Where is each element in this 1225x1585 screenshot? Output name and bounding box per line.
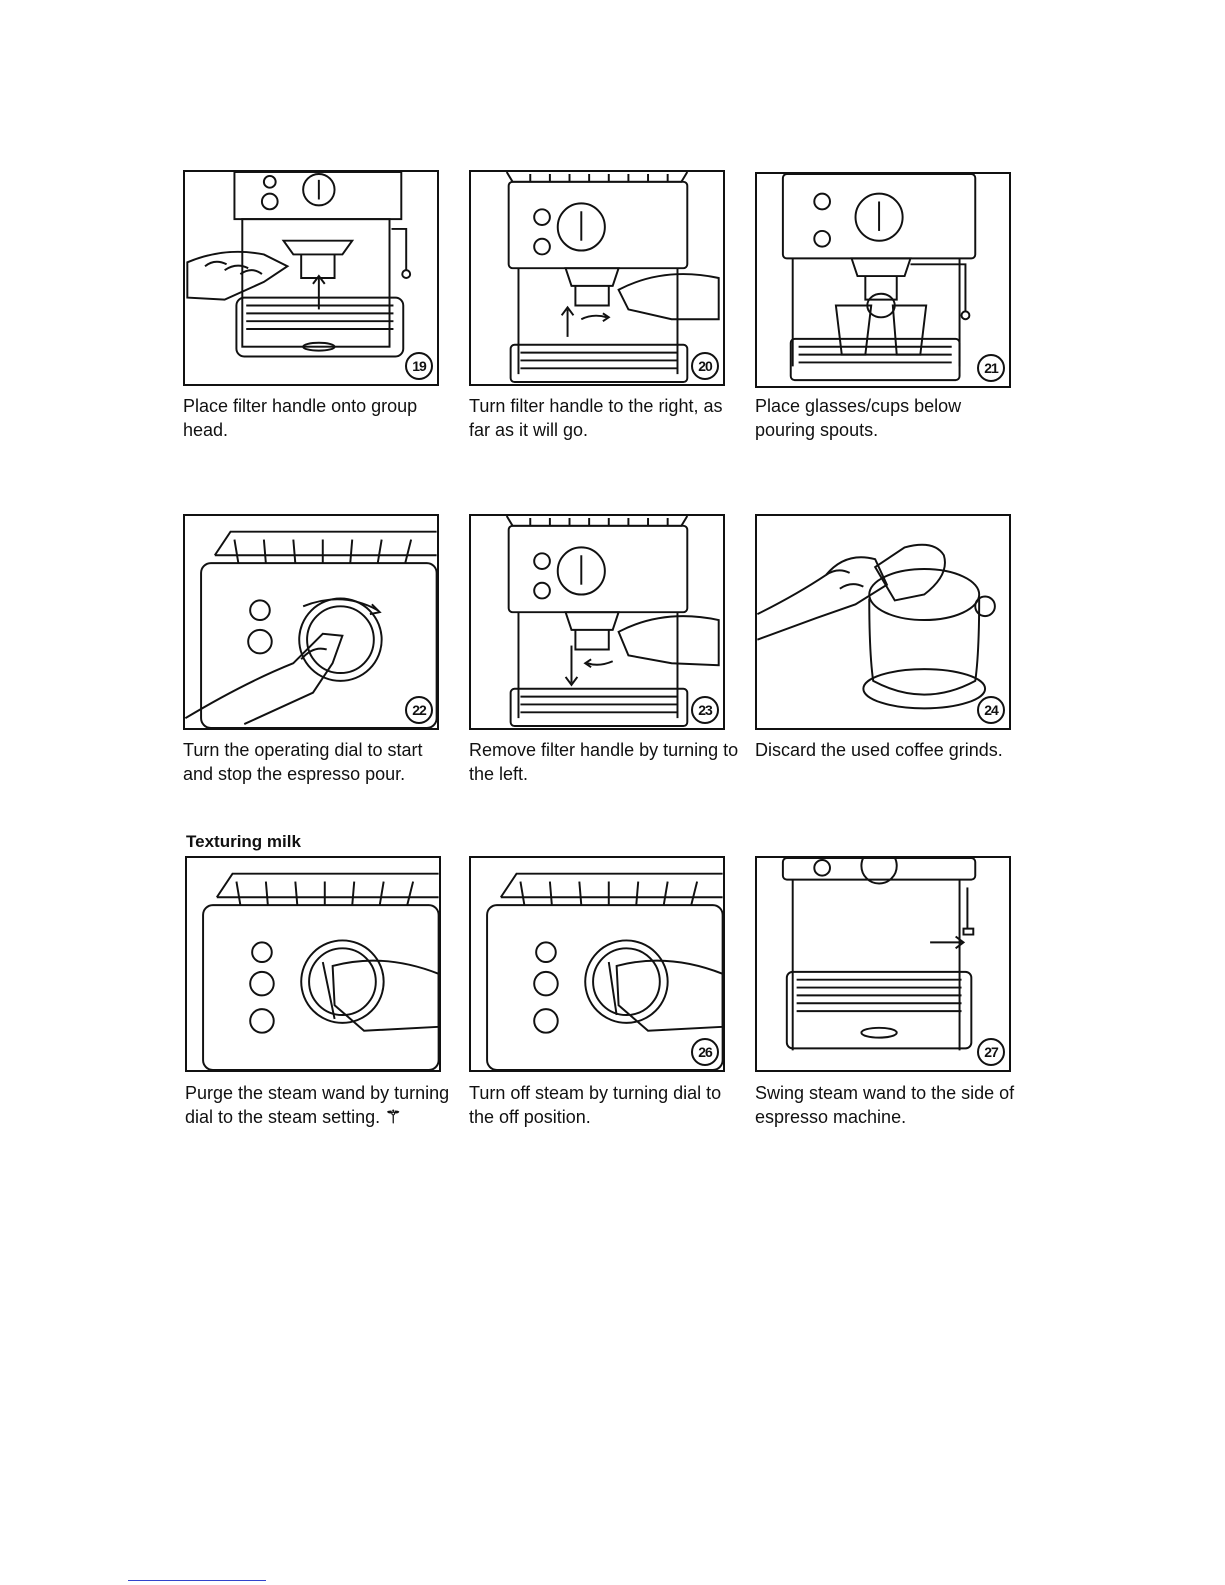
remove-filter-handle-illustration xyxy=(505,516,720,728)
step-number-badge: 23 xyxy=(691,696,719,724)
discard-grinds-illustration xyxy=(757,543,996,710)
step-number-badge: 20 xyxy=(691,352,719,380)
step-23-caption: Remove filter handle by turning to the l… xyxy=(469,740,739,784)
cups-below-spouts-illustration xyxy=(781,174,977,382)
step-number-badge: 21 xyxy=(977,354,1005,382)
step-number-badge: 24 xyxy=(977,696,1005,724)
step-23-panel: 23 xyxy=(469,514,725,730)
filter-handle-onto-group-head-illustration xyxy=(186,172,412,358)
step-number-badge: 19 xyxy=(405,352,433,380)
step-26-panel: 26 xyxy=(469,856,725,1072)
turn-filter-handle-right-illustration xyxy=(505,172,720,384)
step-27-caption: Swing steam wand to the side of espresso… xyxy=(755,1083,1015,1127)
step-number-badge: 22 xyxy=(405,696,433,724)
step-27-panel: 27 xyxy=(755,856,1011,1072)
step-24-caption: Discard the used coffee grinds. xyxy=(755,740,1003,760)
step-25-caption: Purge the steam wand by turning dial to … xyxy=(185,1083,450,1127)
step-26-caption: Turn off steam by turning dial to the of… xyxy=(469,1083,722,1127)
steam-icon: ⚚ xyxy=(385,1107,402,1127)
step-20-panel: 20 xyxy=(469,170,725,386)
step-number-badge: 26 xyxy=(691,1038,719,1066)
operating-dial-illustration xyxy=(185,530,437,728)
step-21-caption: Place glasses/cups below pouring spouts. xyxy=(755,396,962,440)
step-19-caption: Place filter handle onto group head. xyxy=(183,396,418,440)
step-19-panel: 19 xyxy=(183,170,439,386)
section-heading: Texturing milk xyxy=(186,832,301,851)
step-22-panel: 22 xyxy=(183,514,439,730)
step-21-panel: 21 xyxy=(755,172,1011,388)
step-24-panel: 24 xyxy=(755,514,1011,730)
purge-steam-wand-illustration xyxy=(202,872,439,1070)
step-number-badge: 27 xyxy=(977,1038,1005,1066)
turn-off-steam-illustration xyxy=(486,872,723,1070)
step-25-panel xyxy=(185,856,441,1072)
swing-steam-wand-illustration xyxy=(781,858,977,1051)
step-22-caption: Turn the operating dial to start and sto… xyxy=(183,740,423,784)
step-20-caption: Turn filter handle to the right, as far … xyxy=(469,396,723,440)
footer-link-underline[interactable] xyxy=(128,1580,266,1581)
